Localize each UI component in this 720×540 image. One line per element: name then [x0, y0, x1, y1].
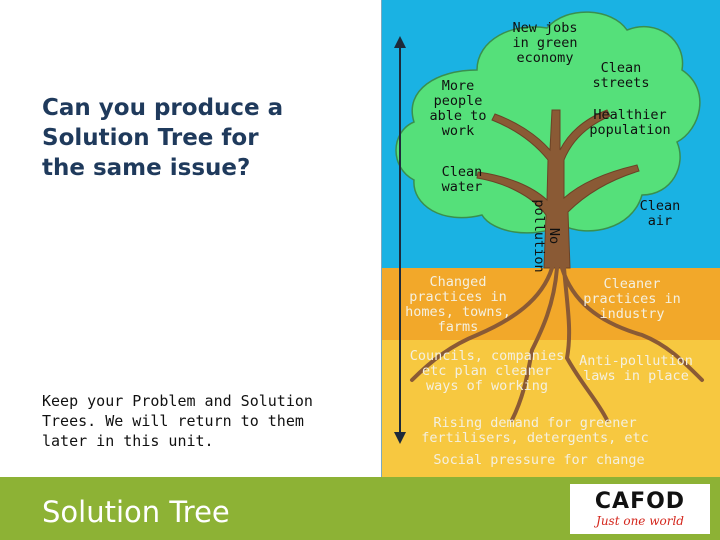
label-line: laws in place [583, 368, 689, 384]
label-line: Anti-pollution [579, 353, 693, 369]
heading-line: the same issue? [42, 155, 251, 181]
label-line: industry [599, 306, 665, 322]
label-line: in green [512, 35, 578, 51]
label-no-pollution: No pollution [526, 199, 566, 273]
label-cleaner-industry: Cleaner practices in industry [583, 277, 681, 322]
label-new-jobs: New jobs in green economy [505, 21, 585, 66]
label-social-pressure: Social pressure for change [418, 453, 660, 468]
label-line: Cleaner [603, 276, 661, 292]
label-line: streets [592, 75, 650, 91]
page-heading: Can you produce a Solution Tree for the … [42, 93, 362, 183]
label-rising-demand: Rising demand for greener fertilisers, d… [418, 416, 652, 446]
label-councils: Councils, companies etc plan cleaner way… [402, 349, 572, 394]
label-healthier-population: Healthier population [585, 108, 675, 138]
label-clean-streets: Clean streets [588, 61, 654, 91]
label-line: pollution [531, 199, 547, 273]
soil-bottom-band [382, 340, 720, 477]
label-line: practices in [409, 289, 507, 305]
label-line: No [546, 227, 562, 245]
label-more-people: More people able to work [424, 79, 492, 139]
arrow-head-top [394, 36, 406, 48]
label-line: people [433, 93, 483, 109]
note-line: Keep your Problem and Solution [42, 392, 313, 410]
label-line: Clean [441, 164, 483, 180]
heading-line: Can you produce a [42, 95, 284, 121]
label-line: work [441, 123, 475, 139]
note-line: Trees. We will return to them [42, 412, 304, 430]
heading-line: Solution Tree for [42, 125, 259, 151]
label-line: etc plan cleaner [421, 363, 553, 379]
footer-title: Solution Tree [42, 495, 230, 529]
label-line: able to [429, 108, 487, 124]
label-line: farms [437, 319, 479, 335]
tree-canopy [395, 11, 701, 234]
note-line: later in this unit. [42, 432, 214, 450]
label-line: Clean [639, 198, 681, 214]
label-line: ways of working [426, 378, 548, 394]
instruction-note: Keep your Problem and Solution Trees. We… [42, 391, 342, 451]
label-clean-air: Clean air [630, 199, 690, 229]
tree-roots [410, 266, 704, 422]
label-line: Rising demand for greener [433, 415, 637, 431]
label-line: water [441, 179, 483, 195]
label-line: Changed [429, 274, 487, 290]
tree-trunk [476, 109, 640, 269]
logo-tagline: Just one world [596, 514, 684, 528]
label-line: Clean [600, 60, 642, 76]
label-line: Councils, companies [409, 348, 565, 364]
arrow-head-bottom [394, 432, 406, 444]
solution-tree-illustration [381, 0, 720, 477]
label-clean-water: Clean water [432, 165, 492, 195]
label-line: air [647, 213, 673, 229]
cafod-logo [570, 484, 710, 534]
logo-wordmark: CAFOD [594, 489, 686, 514]
label-line: population [589, 122, 671, 138]
label-line: homes, towns, [405, 304, 511, 320]
label-line: fertilisers, detergents, etc [421, 430, 649, 446]
tree-drawing [382, 0, 720, 477]
label-line: economy [516, 50, 574, 66]
label-line: Healthier [593, 107, 667, 123]
label-line: Social pressure for change [433, 452, 645, 468]
label-line: More [441, 78, 475, 94]
label-changed-practices: Changed practices in homes, towns, farms [398, 275, 518, 335]
label-line: practices in [583, 291, 681, 307]
label-line: New jobs [512, 20, 578, 36]
label-anti-pollution: Anti-pollution laws in place [578, 354, 694, 384]
